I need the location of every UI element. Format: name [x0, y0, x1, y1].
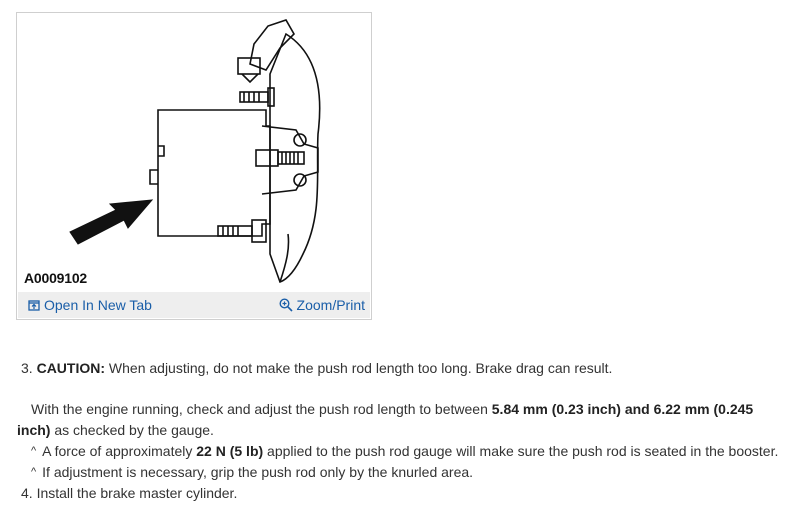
- step-3-paragraph-line1: With the engine running, check and adjus…: [31, 399, 753, 419]
- figure-container: A0009102 Open In New Tab Zoom/Print: [16, 12, 372, 320]
- bullet-marker: ^: [31, 466, 37, 478]
- step-3-paragraph-line2: inch) as checked by the gauge.: [17, 420, 214, 440]
- para-bold-spec: 5.84 mm (0.23 inch) and 6.22 mm (0.245: [491, 401, 754, 417]
- para-text-a: With the engine running, check and adjus…: [31, 401, 492, 417]
- step-4-number: 4.: [21, 485, 33, 501]
- para-bold-spec-end: inch): [17, 422, 51, 438]
- bullet-2-text: If adjustment is necessary, grip the pus…: [42, 464, 474, 480]
- bullet-1-bold: 22 N (5 lb): [196, 443, 264, 459]
- open-new-tab-link[interactable]: Open In New Tab: [28, 297, 152, 313]
- figure-toolbar: Open In New Tab Zoom/Print: [18, 292, 370, 318]
- bullet-marker: ^: [31, 445, 37, 457]
- bullet-1: ^ A force of approximately 22 N (5 lb) ap…: [31, 441, 778, 463]
- zoom-print-link[interactable]: Zoom/Print: [279, 297, 365, 313]
- caution-label: CAUTION:: [36, 360, 106, 376]
- open-new-tab-label: Open In New Tab: [44, 297, 152, 313]
- brake-booster-diagram: [69, 19, 321, 284]
- bullet-1-b: applied to the push rod gauge will make …: [263, 443, 779, 459]
- step-3-caution: 3. CAUTION: When adjusting, do not make …: [21, 358, 612, 378]
- zoom-print-label: Zoom/Print: [296, 297, 365, 313]
- bullet-1-a: A force of approximately: [42, 443, 197, 459]
- step-3-number: 3.: [21, 360, 33, 376]
- open-tab-icon: [28, 300, 40, 311]
- caution-text: When adjusting, do not make the push rod…: [108, 360, 613, 376]
- bullet-2: ^ If adjustment is necessary, grip the pu…: [31, 462, 473, 484]
- step-4-text: Install the brake master cylinder.: [36, 485, 238, 501]
- step-4: 4. Install the brake master cylinder.: [21, 483, 237, 503]
- zoom-icon: [279, 298, 293, 312]
- para-text-b: as checked by the gauge.: [50, 422, 214, 438]
- figure-caption: A0009102: [24, 270, 88, 286]
